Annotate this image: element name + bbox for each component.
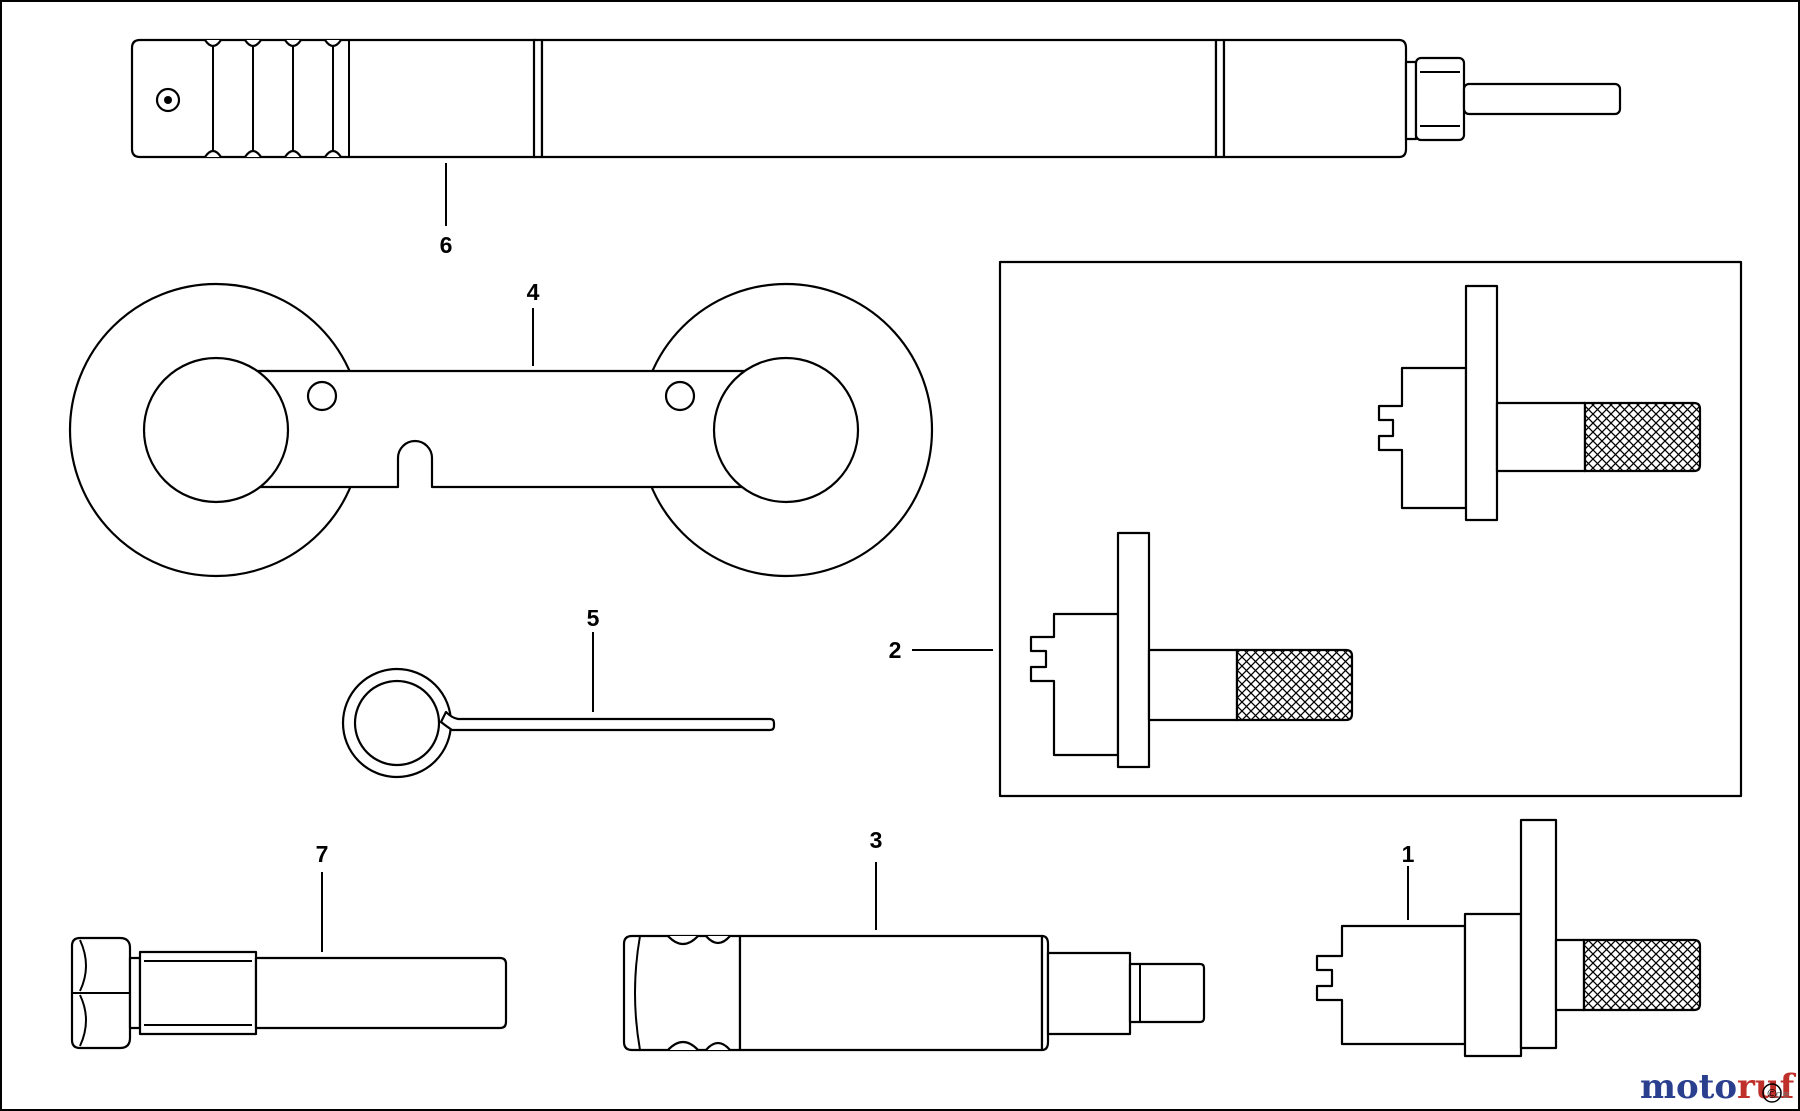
- callout-4: 4: [527, 279, 540, 305]
- svg-text:motoruf: motoruf: [1640, 1067, 1797, 1107]
- callout-5: 5: [587, 605, 600, 631]
- callout-3: 3: [870, 827, 883, 853]
- copyright-icon: [1762, 1083, 1782, 1103]
- part-2-upper-pin: [1377, 284, 1702, 522]
- copyright-mark: ©: [1766, 1087, 1778, 1101]
- callout-2: 2: [889, 637, 902, 663]
- callout-6: 6: [440, 232, 453, 258]
- part-2-pin-set: [912, 260, 1743, 798]
- part-2-lower-pin: [1029, 531, 1354, 769]
- callout-1: 1: [1402, 841, 1415, 867]
- watermark-logo: motoruf .de ©: [1640, 1067, 1797, 1107]
- part-4-locking-plate: [68, 282, 934, 578]
- part-3-stepped-drift: [622, 862, 1206, 1052]
- part-7-hex-pin: [70, 872, 508, 1050]
- part-6-long-drift-tool: [130, 38, 1622, 226]
- part-5-ring-pin: [341, 632, 776, 779]
- watermark-text-blue: moto: [1640, 1067, 1737, 1107]
- callout-7: 7: [316, 841, 329, 867]
- part-1-knurled-pin: [1315, 818, 1702, 1058]
